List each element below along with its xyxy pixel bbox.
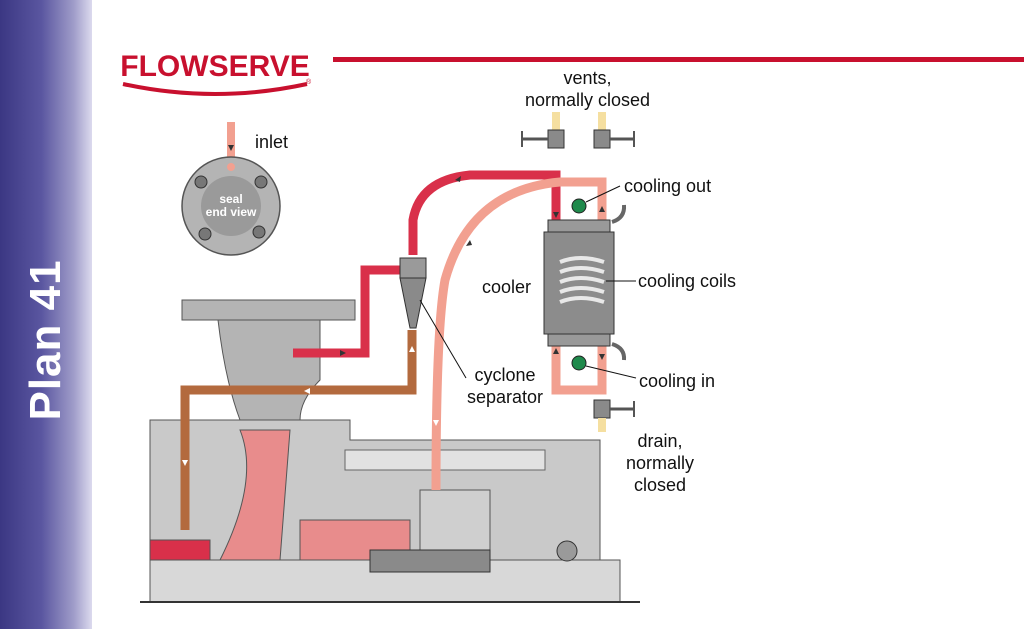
slide-title: Plan 41 xyxy=(21,259,70,421)
cyclone-label-line1: cyclone xyxy=(474,365,536,385)
cooler xyxy=(543,198,627,371)
cyclone-separator-label: cyclone separator xyxy=(455,364,555,408)
drain-valve xyxy=(593,399,635,432)
hot-flow-to-cooler xyxy=(408,170,561,255)
cooling-coils xyxy=(559,256,605,304)
cool-flow-bottom xyxy=(551,345,607,395)
vent-valves xyxy=(521,112,635,149)
cooling-out-label: cooling out xyxy=(624,176,712,196)
sidebar-band: Plan 41 xyxy=(0,0,92,629)
vents-label-line1: vents, xyxy=(563,68,612,88)
seal-label-line2: end view xyxy=(205,205,257,219)
seal-label-line1: seal xyxy=(219,192,243,206)
drain-label: drain, normally closed xyxy=(605,430,715,496)
header-rule xyxy=(333,57,1024,62)
pump-casing xyxy=(140,299,640,603)
logo-text: FLOWSERVE xyxy=(120,50,309,83)
cooler-label: cooler xyxy=(482,277,532,297)
cooling-out-valve xyxy=(571,198,587,214)
cooling-out-leader xyxy=(585,185,621,203)
hot-flow-line xyxy=(293,265,400,358)
drain-label-line3: closed xyxy=(633,475,687,495)
drain-label-line1: drain, xyxy=(637,431,683,451)
flowserve-logo: FLOWSERVE ® xyxy=(120,50,312,96)
drain-label-line2: normally xyxy=(625,453,695,473)
cooling-in-leader xyxy=(585,365,637,379)
cooling-coils-label: cooling coils xyxy=(638,271,737,291)
inlet-label: inlet xyxy=(255,132,289,152)
cyclone-label-line2: separator xyxy=(466,387,544,407)
seal-end-view-label: seal end view xyxy=(201,193,261,219)
plan41-diagram xyxy=(140,112,640,603)
logo-registered-mark: ® xyxy=(306,78,312,86)
cooling-in-valve xyxy=(571,355,587,371)
cooling-in-label: cooling in xyxy=(639,371,716,391)
cyclone-leader xyxy=(419,299,467,379)
seal-end-view xyxy=(181,122,281,256)
cyclone-separator xyxy=(399,257,427,329)
cool-flow-line xyxy=(431,177,607,491)
vents-label-line2: normally closed xyxy=(524,90,651,110)
vents-label: vents, normally closed xyxy=(500,67,675,111)
